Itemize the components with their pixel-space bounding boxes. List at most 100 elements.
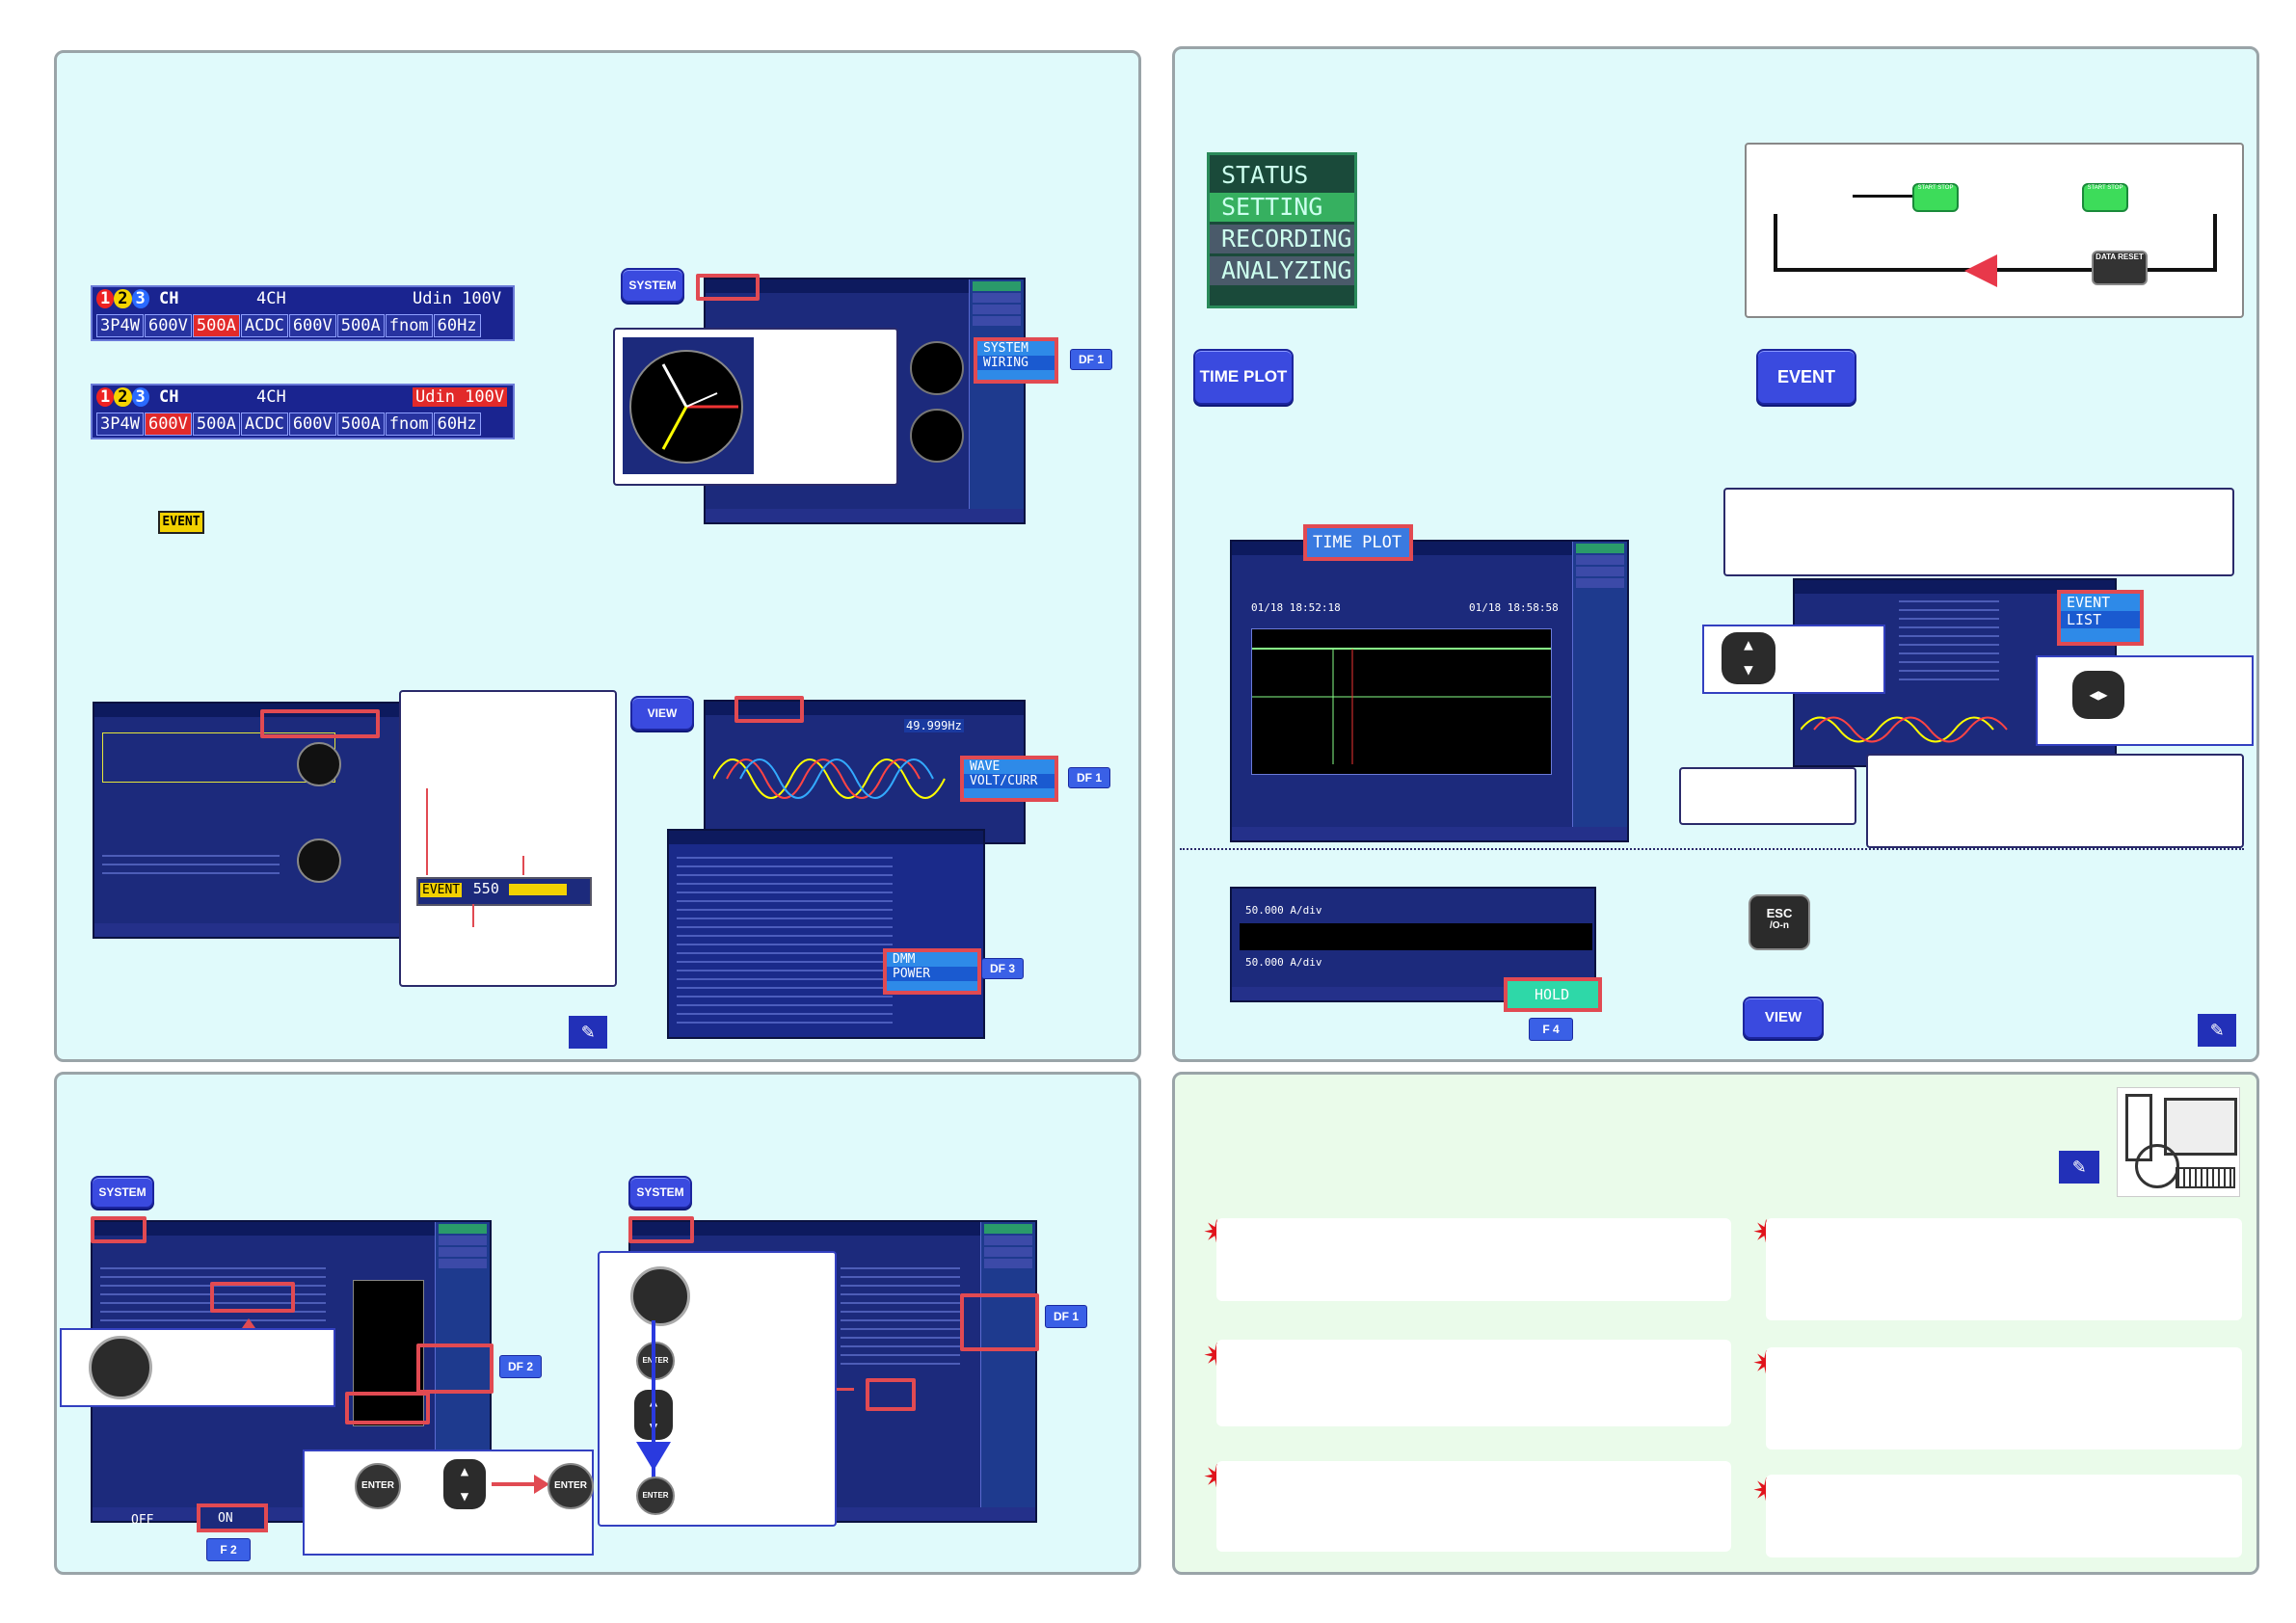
enter-key[interactable]: ENTER (547, 1463, 594, 1509)
ch4-label: CH (266, 289, 286, 308)
df2-key[interactable]: DF 2 (499, 1355, 542, 1378)
note-box-3 (1216, 1340, 1731, 1426)
wiring-value: 3P4W (96, 412, 144, 436)
system-key[interactable]: SYSTEM (621, 268, 684, 303)
lower-right-callout (1866, 754, 2244, 848)
menu-volt-curr[interactable]: VOLT/CURR (964, 774, 1055, 788)
data-reset-key[interactable]: DATA RESET (2092, 251, 2148, 285)
esc-key[interactable]: ESC /O-n (1749, 894, 1810, 950)
note-box-6 (1766, 1475, 2242, 1557)
system-wiring-menu: SYSTEM WIRING (974, 337, 1058, 384)
timeplot-date-right: 01/18 18:58:58 (1469, 601, 1559, 614)
system-key[interactable]: SYSTEM (91, 1176, 154, 1209)
event-counter-callout: EVENT 550 (399, 690, 617, 987)
scale-bottom: 50.000 A/div (1245, 956, 1322, 969)
status-recording[interactable]: RECORDING (1210, 225, 1354, 253)
df1-key[interactable]: DF 1 (1070, 349, 1112, 370)
menu-power[interactable]: POWER (887, 967, 977, 981)
acdc-value: ACDC (240, 314, 288, 337)
leftright-key-icon: ◀▶ (2072, 671, 2124, 719)
timeplot-screen: 01/18 18:52:18 01/18 18:58:58 (1230, 540, 1629, 842)
wiring-check-screen (93, 702, 403, 939)
current-range-ch4: 500A (336, 412, 385, 436)
acdc-value: ACDC (240, 412, 288, 436)
key-sequence-callout: ENTER ▲▼ ENTER (598, 1251, 837, 1527)
event-progress-bar (508, 883, 567, 895)
view-key[interactable]: VIEW (1743, 997, 1824, 1039)
voltage-range: 600V (144, 412, 192, 436)
manual-icon: ✎ (2059, 1151, 2099, 1184)
threshold-value-highlight (210, 1282, 295, 1313)
manual-icon: ✎ (569, 1016, 607, 1049)
ch123-label: CH (159, 289, 179, 308)
status-setting[interactable]: SETTING (1210, 193, 1354, 222)
f4-key[interactable]: F 4 (1529, 1018, 1573, 1041)
start-stop-key-1[interactable]: START STOP (1912, 183, 1959, 212)
voltage-range-ch4: 600V (288, 314, 336, 337)
df3-key[interactable]: DF 3 (981, 958, 1024, 979)
timeplot-tab[interactable]: TIME PLOT (1303, 524, 1413, 561)
vector-popup (613, 328, 898, 486)
computer-icon (2117, 1087, 2240, 1197)
menu-list[interactable]: LIST (2061, 611, 2140, 628)
status-menu: STATUS SETTING RECORDING ANALYZING (1207, 152, 1357, 308)
event-counter-value: 550 (472, 880, 499, 897)
f2-key[interactable]: F 2 (206, 1538, 251, 1561)
timeplot-date-left: 01/18 18:52:18 (1251, 601, 1341, 614)
start-stop-key-2[interactable]: START STOP (2082, 183, 2128, 212)
status-status[interactable]: STATUS (1221, 161, 1309, 189)
ch4-label: CH (266, 387, 286, 407)
on-button[interactable]: ON (197, 1503, 268, 1532)
updown-key-icon: ▲▼ (443, 1459, 486, 1509)
dpad-icon (89, 1336, 152, 1399)
hold-button[interactable]: HOLD (1504, 977, 1602, 1012)
enter-key[interactable]: ENTER (355, 1463, 401, 1509)
menu-wave[interactable]: WAVE (970, 759, 1001, 774)
note-box-1 (1216, 1218, 1731, 1301)
wiring-value: 3P4W (96, 314, 144, 337)
df1-key[interactable]: DF 1 (1068, 767, 1110, 788)
wave-menu: WAVE VOLT/CURR (960, 756, 1058, 802)
df1-key[interactable]: DF 1 (1045, 1305, 1087, 1328)
enter-key[interactable]: ENTER (636, 1477, 675, 1515)
event-badge: EVENT (158, 511, 204, 534)
system-tab-highlight (91, 1216, 147, 1243)
status-analyzing[interactable]: ANALYZING (1210, 256, 1354, 285)
hold-label: HOLD (1535, 986, 1570, 1003)
note-box-5 (1216, 1461, 1731, 1552)
fnom-value: 60Hz (433, 412, 481, 436)
view-key[interactable]: VIEW (630, 696, 694, 731)
enter-key[interactable]: ENTER (636, 1342, 675, 1380)
udin-value: Udin 100V (413, 289, 502, 308)
event-counter-label: EVENT (420, 883, 463, 897)
event-description-callout (1723, 488, 2234, 576)
menu-system[interactable]: SYSTEM (983, 341, 1028, 356)
menu-wiring[interactable]: WIRING (977, 356, 1055, 370)
fnom-value: 60Hz (433, 314, 481, 337)
udin-value: Udin 100V (413, 387, 508, 407)
reset-arrow-icon (1964, 254, 1997, 287)
current-range: 500A (192, 314, 240, 337)
dmm-screen (667, 829, 985, 1039)
interval-value-highlight (866, 1378, 916, 1411)
updown-key-icon: ▲▼ (1722, 632, 1775, 684)
timeplot-key[interactable]: TIME PLOT (1193, 349, 1294, 405)
event-counter: EVENT 550 (416, 877, 592, 906)
separator (1180, 848, 2244, 850)
dpad-callout (60, 1328, 335, 1407)
vector-diagram (623, 337, 754, 474)
menu-dmm[interactable]: DMM (893, 952, 916, 967)
updown-callout: ▲▼ (1702, 625, 1885, 694)
system-key[interactable]: SYSTEM (628, 1176, 692, 1209)
recording-menu-highlight (960, 1293, 1039, 1351)
lower-left-callout (1679, 767, 1856, 825)
fnom-label: fnom (385, 314, 433, 337)
manual-icon: ✎ (2198, 1014, 2236, 1047)
frequency-readout: 49.999Hz (904, 719, 964, 732)
right-arrow-icon (534, 1475, 549, 1494)
on-label: ON (218, 1511, 233, 1526)
event-key[interactable]: EVENT (1756, 349, 1856, 405)
menu-event[interactable]: EVENT (2067, 594, 2111, 611)
fnom-label: fnom (385, 412, 433, 436)
